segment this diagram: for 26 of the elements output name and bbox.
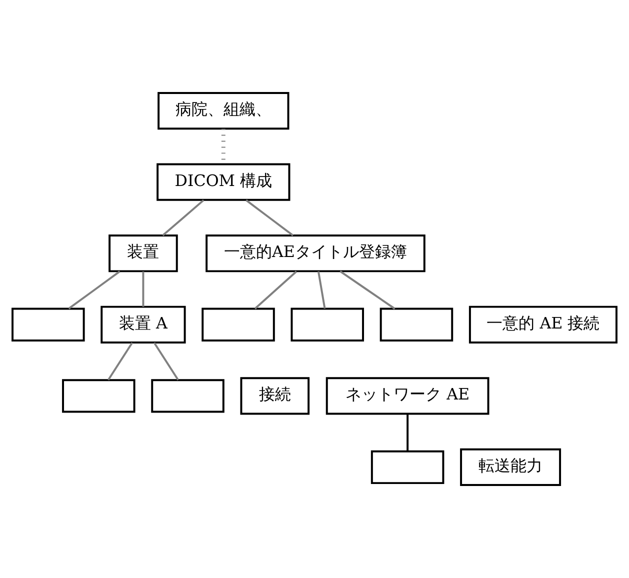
connector <box>254 270 298 310</box>
connector <box>162 199 204 236</box>
node-box <box>12 308 85 342</box>
node-box: 一意的 AE 接続 <box>468 306 618 344</box>
connector <box>246 199 294 236</box>
node-box <box>370 450 444 484</box>
connector <box>108 342 134 380</box>
connector <box>68 270 120 310</box>
node-box <box>290 308 364 342</box>
connector <box>340 270 396 310</box>
node-box: 装置 A <box>100 306 186 344</box>
connector <box>142 271 144 307</box>
node-box <box>202 308 275 342</box>
node-box <box>380 308 454 342</box>
node-box: 接続 <box>240 377 310 415</box>
node-box: 転送能力 <box>460 448 562 486</box>
node-box: DICOM 構成 <box>156 163 290 201</box>
connector <box>406 414 409 452</box>
connector <box>153 342 179 380</box>
node-box: 病院、組織、 <box>158 92 290 130</box>
node-box <box>151 379 224 413</box>
node-box <box>62 379 136 413</box>
node-box: 一意的AEタイトル登録簿 <box>206 234 426 272</box>
node-box: ネットワーク AE <box>326 377 490 415</box>
node-box: 装置 <box>108 234 178 272</box>
connector <box>317 271 326 309</box>
